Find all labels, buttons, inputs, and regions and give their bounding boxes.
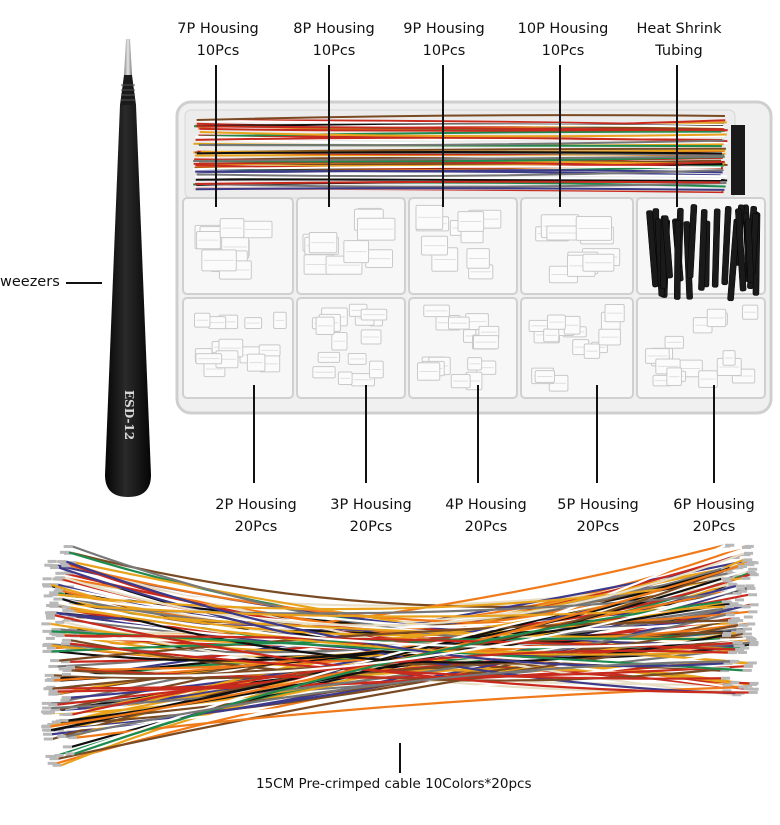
callout-9p	[442, 65, 444, 207]
heat-shrink-tube	[698, 209, 708, 291]
tweezers-image: ESD-12	[105, 39, 151, 497]
wire	[196, 151, 722, 155]
cable-wire	[58, 566, 736, 695]
wire	[194, 180, 721, 185]
callout-4p	[477, 385, 479, 483]
wire	[197, 172, 728, 178]
wire	[196, 114, 725, 122]
top-wire-bundle	[193, 114, 728, 194]
callout-10p	[559, 65, 561, 207]
wire	[195, 170, 721, 177]
callout-2p	[253, 385, 255, 483]
wire	[199, 130, 722, 138]
heat-shrink-tube	[721, 206, 732, 286]
heat-shrink-tubes	[646, 204, 761, 302]
wire	[196, 169, 724, 178]
callout-3p	[365, 385, 367, 483]
cable-wire	[61, 603, 726, 618]
heat-shrink-tube	[661, 215, 673, 279]
storage-box-image	[175, 100, 773, 415]
tweezers-label: weezers	[0, 274, 60, 290]
cable-wire	[70, 588, 737, 678]
heat-shrink-tube	[686, 204, 698, 279]
wire	[196, 181, 727, 188]
wire	[199, 138, 728, 145]
wire	[197, 155, 724, 163]
heat-shrink-tube	[673, 219, 682, 300]
wire	[195, 136, 728, 143]
cable-wire	[53, 624, 739, 680]
cable-wire	[65, 560, 724, 668]
cable-caption: 15CM Pre-crimped cable 10Colors*20pcs	[256, 776, 532, 792]
callout-5p	[596, 385, 598, 483]
callout-6p	[713, 385, 715, 483]
cable-wire	[57, 661, 724, 693]
heat-shrink-tube	[735, 208, 747, 292]
callout-8p	[328, 65, 330, 207]
wire	[199, 131, 727, 138]
tweezer-brand-text: ESD-12	[122, 390, 136, 440]
heat-shrink-tube	[744, 218, 755, 283]
wire	[195, 187, 725, 191]
wire	[199, 139, 725, 147]
callout-7p	[215, 65, 217, 207]
cable-wire	[58, 619, 729, 662]
cable-wire	[69, 642, 722, 680]
cable-wire	[65, 660, 731, 738]
cable-wire	[58, 601, 747, 649]
heat-shrink-tube	[646, 210, 659, 288]
cable-wire	[64, 634, 736, 651]
wire	[193, 161, 724, 170]
wire	[193, 155, 725, 163]
wire	[193, 165, 721, 171]
wire	[195, 175, 722, 180]
pre-crimped-cable-bundle	[41, 543, 759, 767]
cable-wire	[51, 613, 727, 710]
cable-wire	[52, 594, 734, 644]
callout-cable	[399, 743, 401, 773]
cable-wire	[72, 649, 728, 716]
housing-pieces	[193, 204, 759, 392]
wire	[196, 125, 728, 132]
callout-heat-shrink	[676, 65, 678, 207]
tweezers-callout-line	[66, 282, 102, 284]
cable-wire	[70, 564, 749, 625]
cable-wire	[64, 552, 745, 627]
heat-shrink-tube	[711, 208, 721, 288]
